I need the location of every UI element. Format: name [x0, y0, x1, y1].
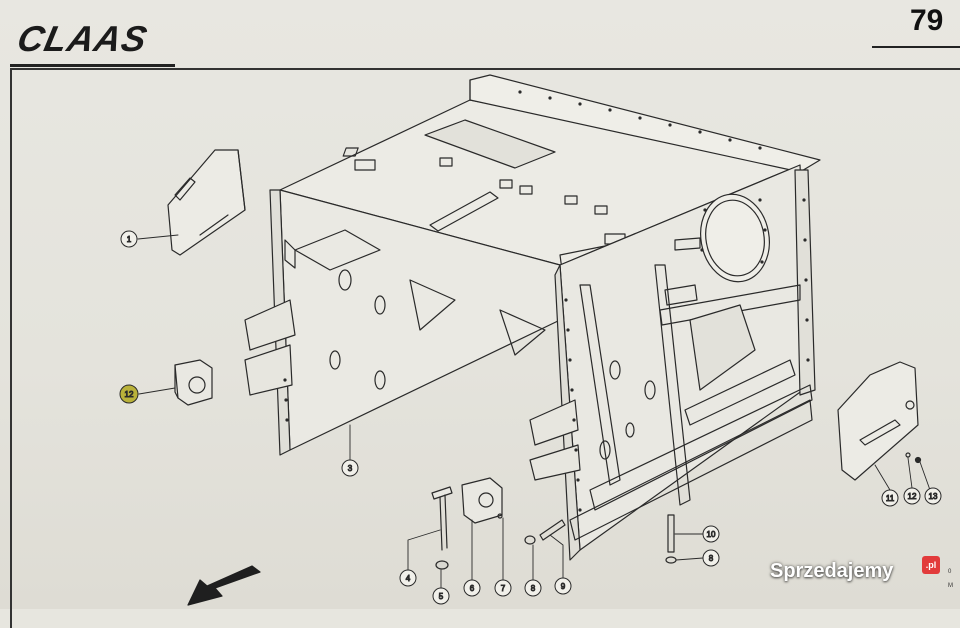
exploded-parts-drawing: 1 12 3 4 5 6 7 8 9 10 8 11 12 13 — [119, 74, 942, 606]
callouts: 1 12 3 4 5 6 7 8 9 10 8 11 12 13 — [119, 230, 942, 605]
callout-4: 4 — [399, 569, 417, 587]
svg-text:12: 12 — [125, 390, 134, 399]
svg-text:4: 4 — [406, 574, 411, 583]
callout-12-right: 12 — [903, 487, 921, 505]
part-5-nut — [435, 560, 449, 570]
svg-text:10: 10 — [707, 530, 716, 539]
svg-text:11: 11 — [886, 494, 895, 503]
part-6-bearing-housing — [461, 477, 503, 524]
svg-text:8: 8 — [531, 584, 536, 593]
callout-13: 13 — [924, 487, 942, 505]
watermark-badge: .pl — [922, 556, 940, 574]
part-13-nut — [905, 452, 922, 464]
part-11-right-cover — [837, 361, 919, 481]
svg-text:3: 3 — [348, 464, 353, 473]
svg-text:6: 6 — [470, 584, 475, 593]
svg-text:12: 12 — [908, 492, 917, 501]
callout-3: 3 — [341, 459, 359, 477]
callout-8: 8 — [524, 579, 542, 597]
callout-7: 7 — [494, 579, 512, 597]
svg-text:9: 9 — [561, 582, 566, 591]
leader-lines — [137, 234, 931, 589]
part-4-pin — [431, 486, 453, 551]
svg-text:7: 7 — [501, 584, 506, 593]
callout-12-highlighted: 12 — [119, 384, 139, 404]
svg-text:1: 1 — [127, 235, 132, 244]
header-rule-right — [872, 46, 960, 48]
part-7-screw — [497, 513, 503, 519]
part-10-bolt — [665, 514, 677, 564]
svg-text:13: 13 — [929, 492, 938, 501]
page-number: 79 — [910, 4, 944, 37]
callout-1: 1 — [120, 230, 138, 248]
part-12-bearing-block — [174, 359, 213, 406]
callout-10: 10 — [702, 525, 720, 543]
watermark-text: Sprzedajemy — [770, 560, 894, 582]
part-8-washer — [524, 535, 536, 545]
corner-code-line-1: 0 — [948, 569, 952, 575]
header-rule-left — [10, 64, 175, 67]
drawing-frame — [10, 68, 960, 628]
callout-11: 11 — [881, 489, 899, 507]
arrow-down-left-icon — [187, 565, 261, 606]
main-frame — [244, 74, 821, 561]
callout-5: 5 — [432, 587, 450, 605]
part-1-side-cover — [167, 149, 246, 256]
svg-text:8: 8 — [709, 554, 714, 563]
corner-code-line-2: M — [948, 583, 953, 589]
svg-text:5: 5 — [439, 592, 444, 601]
callout-8-right: 8 — [702, 549, 720, 567]
part-9-bolt — [539, 519, 566, 541]
callout-9: 9 — [554, 577, 572, 595]
corner-code: 0 M — [948, 565, 953, 593]
callout-6: 6 — [463, 579, 481, 597]
